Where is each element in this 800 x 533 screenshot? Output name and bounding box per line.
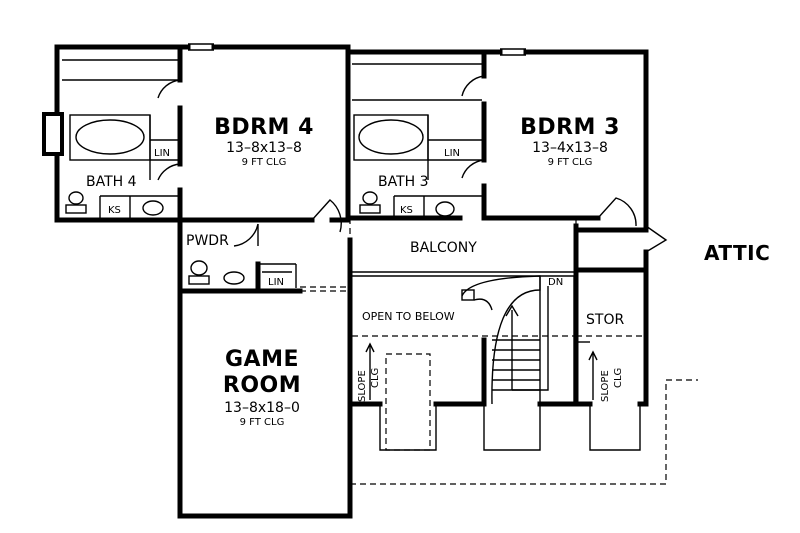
open-to-below-label: OPEN TO BELOW [362, 310, 455, 323]
bath3-name: BATH 3 [378, 174, 429, 190]
attic-name: ATTIC [704, 241, 770, 265]
game-room-size: 13–8x18–0 [224, 400, 300, 416]
bdrm3-name: BDRM 3 [520, 115, 620, 140]
powder-room-fixtures [188, 223, 297, 288]
bdrm4-name: BDRM 4 [214, 115, 314, 140]
slope-label-right: SLOPE [600, 370, 611, 402]
game-room-name-2: ROOM [223, 373, 301, 398]
exterior-walls [54, 44, 649, 519]
doors [300, 197, 668, 292]
pwdr-lin: LIN [268, 277, 284, 288]
bdrm3-size: 13–4x13–8 [532, 140, 608, 156]
clg-label-left: CLG [370, 368, 381, 388]
stor-name: STOR [586, 312, 624, 328]
bdrm3-ceiling: 9 FT CLG [548, 157, 593, 168]
balcony-stair [352, 271, 646, 451]
dn-label: DN [548, 277, 563, 288]
game-room-name-1: GAME [225, 347, 299, 372]
pwdr-name: PWDR [186, 233, 229, 249]
bath4-lin: LIN [154, 148, 170, 159]
bath4-ks: KS [108, 205, 121, 216]
slope-label-left: SLOPE [357, 370, 368, 402]
bath4-name: BATH 4 [86, 174, 137, 190]
clg-label-right: CLG [613, 368, 624, 388]
bath3-lin: LIN [444, 148, 460, 159]
bdrm4-size: 13–8x13–8 [226, 140, 302, 156]
bath-4-fixtures [42, 59, 181, 218]
game-room-ceiling: 9 FT CLG [240, 417, 285, 428]
attic-outline [350, 379, 698, 485]
balcony-name: BALCONY [410, 240, 477, 256]
bath-3-fixtures [352, 63, 485, 218]
windows [188, 43, 526, 56]
bath3-ks: KS [400, 205, 413, 216]
bdrm4-ceiling: 9 FT CLG [242, 157, 287, 168]
